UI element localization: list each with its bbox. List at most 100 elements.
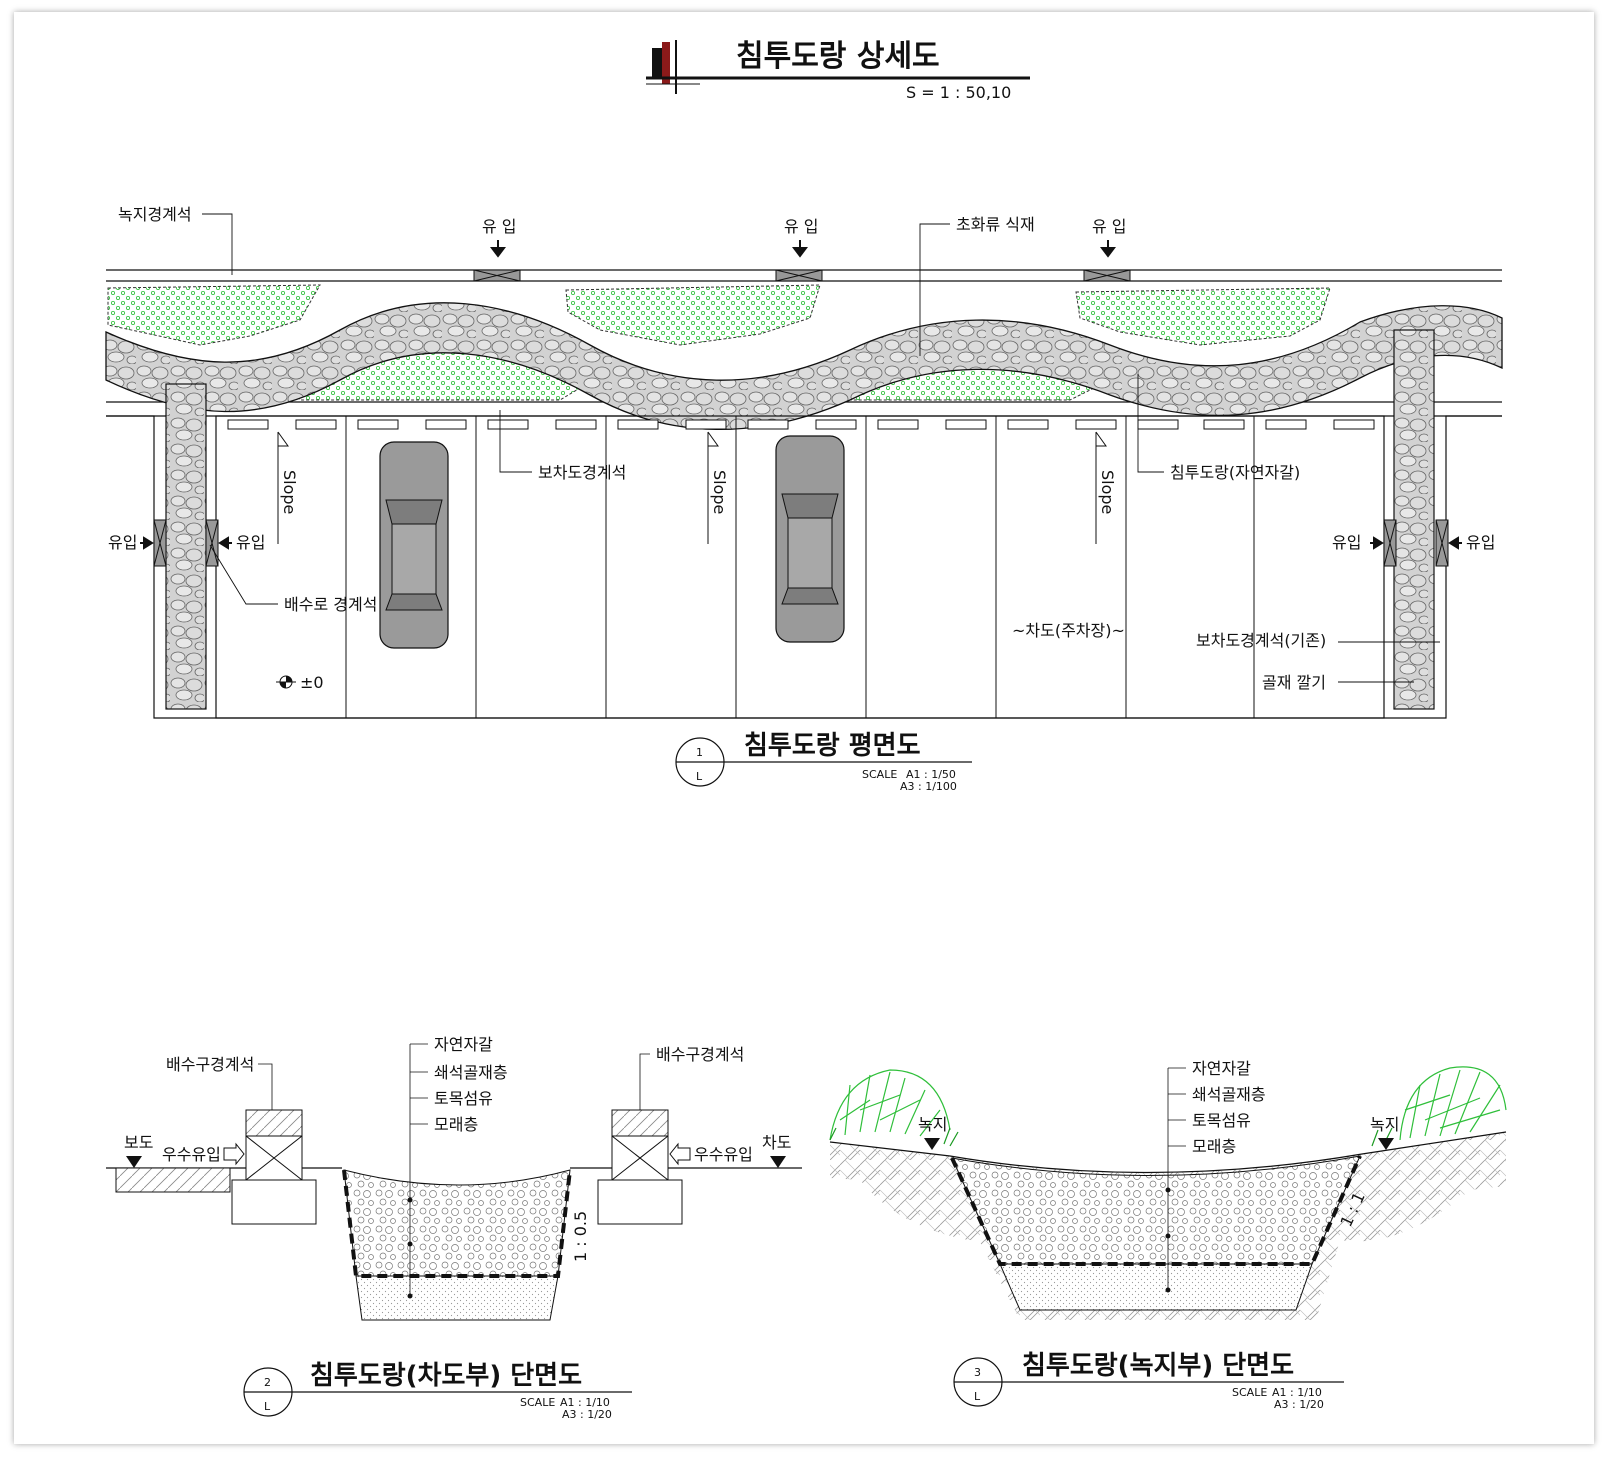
svg-text:A1 : 1/50: A1 : 1/50 [906,768,956,781]
inflow-side-label: 유입 [1466,533,1495,552]
layer-label: 쇄석골재층 [1192,1085,1266,1104]
drain-curb-left [231,1109,317,1225]
svg-text:L: L [974,1390,981,1403]
planting-area [107,284,321,346]
inflow-box-icon [473,269,521,282]
trench-left [165,383,207,710]
inflow-side-label: 유입 [108,533,137,552]
arrow-down-icon [792,240,808,258]
parking-area [215,415,1385,719]
inflow-box-icon [1383,519,1397,567]
drain-curb-right [597,1109,683,1225]
level-triangle-icon [126,1156,142,1168]
plan-title-block: 1 L 침투도랑 평면도 SCALE A1 : 1/50 A3 : 1/100 [675,731,972,793]
svg-text:3: 3 [974,1366,981,1379]
layer-label: 자연자갈 [434,1035,493,1054]
inflow-box-icon [1083,269,1131,282]
sidewalk-pavement [115,1167,231,1193]
inflow-label: 유 입 [482,217,517,236]
planting-area [565,284,821,346]
svg-text:A3 : 1/20: A3 : 1/20 [1274,1398,1324,1411]
level-marker-icon [276,675,296,689]
section-road-title: 침투도랑(차도부) 단면도 [310,1361,582,1391]
parking-stall-lines [345,416,1255,718]
car-icon [775,435,845,643]
slope-ratio-label: 1 : 0.5 [571,1211,590,1262]
sidewalk-curb-existing-label: 보차도경계석(기존) [1196,631,1326,650]
layer-label: 토목섬유 [434,1089,493,1108]
arrow-right-icon [223,1142,245,1166]
shrub-icon [829,1069,959,1147]
title-mark-accent [662,42,670,84]
svg-text:SCALE: SCALE [1232,1386,1267,1399]
curb-slots [227,419,1375,430]
shrub-icon [1371,1066,1507,1147]
drain-curb-label: 배수구경계석 [656,1045,744,1064]
slope-marker: Slope [707,431,729,544]
trench-right [1393,329,1435,710]
arrow-down-icon [1100,240,1116,258]
trench-gravel-band [105,302,1503,431]
rain-inflow-label: 우수유입 [694,1145,753,1164]
trench-gravel-label: 침투도랑(자연자갈) [1170,463,1300,482]
inflow-box-icon [153,519,167,567]
inflow-label: 유 입 [784,217,819,236]
inflow-box-icon [1435,519,1449,567]
svg-text:A3 : 1/100: A3 : 1/100 [900,780,957,793]
roadway-label: 차도 [762,1133,791,1152]
svg-text:SCALE: SCALE [520,1396,555,1409]
inflow-label: 유 입 [1092,217,1127,236]
slope-marker: Slope [1095,431,1117,544]
roadway-label: ~차도(주차장)~ [1012,621,1125,640]
svg-text:L: L [696,770,703,783]
layer-label: 모래층 [434,1115,478,1134]
arrow-left-icon [218,536,232,550]
svg-text:A1 : 1/10: A1 : 1/10 [560,1396,610,1409]
svg-text:Slope: Slope [710,470,729,514]
arrow-down-icon [490,240,506,258]
level-triangle-icon [770,1156,786,1168]
inflow-box-icon [775,269,823,282]
layer-label: 토목섬유 [1192,1111,1251,1130]
green-label: 녹지 [1370,1115,1399,1134]
arrow-left-icon [1448,536,1462,550]
arrow-right-icon [140,536,154,550]
rain-inflow-label: 우수유입 [162,1145,221,1164]
drain-curb-label: 배수구경계석 [166,1055,254,1074]
svg-text:A1 : 1/10: A1 : 1/10 [1272,1386,1322,1399]
section-road-title-block: 2 L 침투도랑(차도부) 단면도 SCALE A1 : 1/10 A3 : 1… [243,1361,632,1421]
planting-area [1075,287,1331,346]
svg-text:L: L [264,1400,271,1413]
section-green-title-block: 3 L 침투도랑(녹지부) 단면도 SCALE A1 : 1/10 A3 : 1… [953,1351,1344,1411]
svg-text:2: 2 [264,1376,271,1389]
layer-label: 모래층 [1192,1137,1236,1156]
svg-text:1: 1 [696,746,703,759]
drain-curb-label: 배수로 경계석 [284,595,377,614]
level-triangle-icon [1378,1138,1394,1150]
plan-title: 침투도랑 평면도 [744,731,921,761]
car-icon [379,441,449,649]
section-road: 자연자갈 쇄석골재층 토목섬유 모래층 배수구경계석 배수구경계석 보도 차도 … [106,1035,802,1421]
level-triangle-icon [924,1138,940,1150]
level-label: ±0 [300,673,324,692]
slope-marker: Slope [277,431,299,544]
sidewalk-label: 보도 [124,1133,153,1152]
svg-text:Slope: Slope [280,470,299,514]
green-label: 녹지 [918,1115,947,1134]
sidewalk-curb-label: 보차도경계석 [538,463,626,482]
main-title-block: 침투도랑 상세도 S = 1 : 50,10 [646,39,1030,102]
main-title: 침투도랑 상세도 [736,39,940,74]
section-green-title: 침투도랑(녹지부) 단면도 [1022,1351,1294,1381]
svg-text:A3 : 1/20: A3 : 1/20 [562,1408,612,1421]
arrow-left-icon [669,1142,691,1166]
main-scale: S = 1 : 50,10 [906,83,1011,102]
arrow-right-icon [1370,536,1384,550]
planting-label: 초화류 식재 [956,215,1035,234]
inflow-box-icon [205,519,219,567]
inflow-side-label: 유입 [236,533,265,552]
aggregate-label: 골재 깔기 [1262,673,1326,692]
section-green: 녹지 녹지 1 : 1 자연자갈 쇄석골재층 토목섬유 모래층 3 L 침투도랑… [829,1059,1507,1411]
layer-label: 자연자갈 [1192,1059,1251,1078]
svg-text:Slope: Slope [1098,470,1117,514]
